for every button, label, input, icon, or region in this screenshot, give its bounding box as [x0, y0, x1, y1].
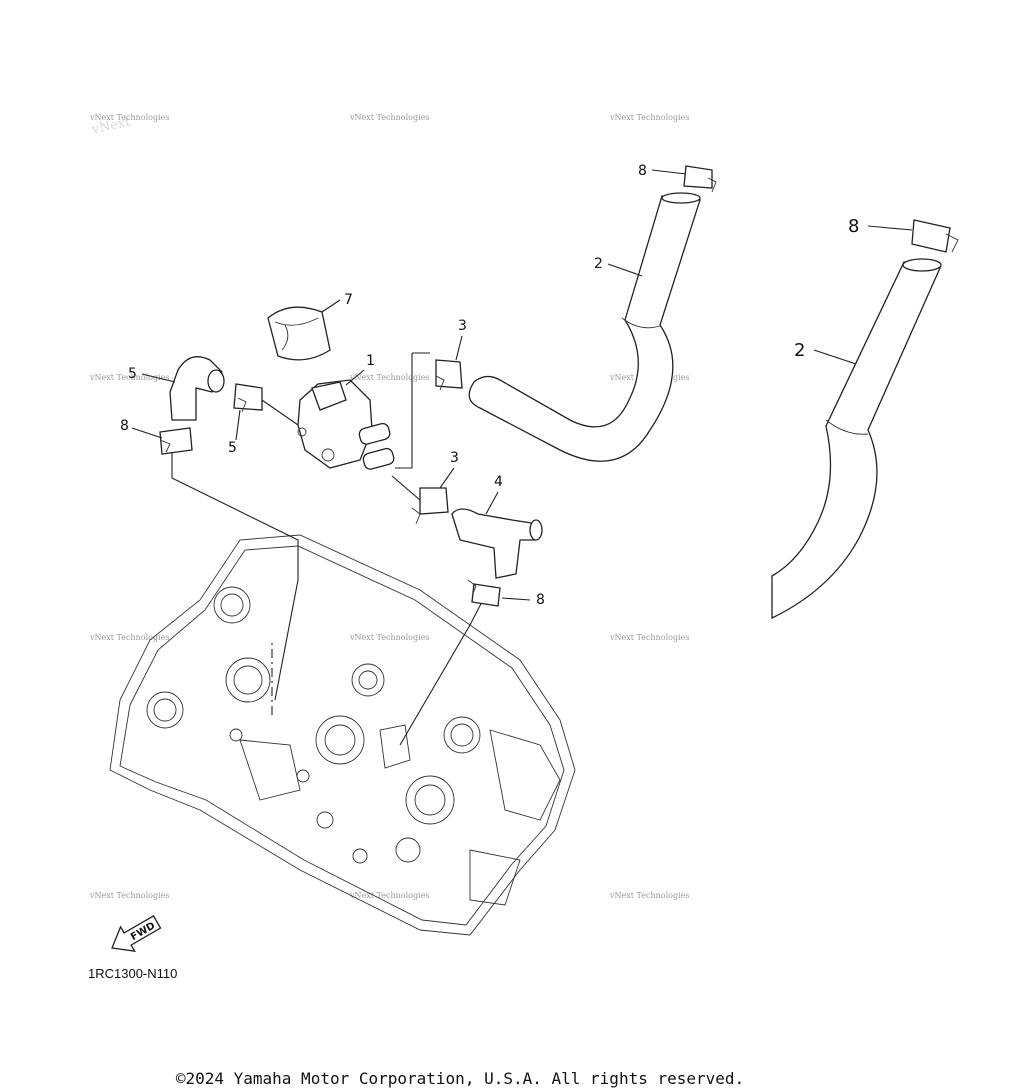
part-8-clamp-left: 8: [120, 418, 193, 455]
part-7-rubber-cover: 7: [267, 292, 353, 361]
part-label-8-top: 8: [638, 163, 647, 179]
watermark: vNext Technologies: [89, 633, 169, 642]
part-label-6: 5: [128, 366, 137, 382]
part-label-5: 5: [228, 440, 237, 456]
watermark: vNext Technologies: [349, 891, 429, 900]
watermark: vNext Technologies: [349, 633, 429, 642]
part-3-clamp-upper: 3: [435, 318, 467, 391]
copyright-footer: ©2024 Yamaha Motor Corporation, U.S.A. A…: [175, 1069, 745, 1088]
part-6-elbow-hose: 5: [128, 356, 225, 421]
part-8-clamp-top: 8: [638, 163, 717, 193]
watermark: vNext Technologies: [89, 113, 169, 122]
part-2-hose-center: 2: [468, 192, 701, 462]
watermark-layer: vNext vNext Technologies vNext Technolog…: [89, 113, 689, 900]
part-4-elbow-hose: 4: [451, 474, 543, 579]
part-label-4: 4: [494, 474, 503, 490]
leader-lines: [171, 352, 485, 746]
part-label-8-left: 8: [120, 418, 129, 434]
cylinder-head-cover: [109, 534, 576, 936]
watermark: vNext Technologies: [349, 373, 429, 382]
part-8-clamp-right: 8: [848, 216, 959, 253]
part-label-3-lower: 3: [450, 450, 459, 466]
watermark: vNext Technologies: [89, 373, 169, 382]
part-label-8-right: 8: [848, 216, 859, 237]
part-2-hose-right: 2: [771, 258, 942, 620]
part-3-clamp-lower: 3: [391, 450, 459, 525]
part-8-clamp-lower: 8: [467, 579, 545, 608]
part-label-7: 7: [344, 292, 353, 308]
watermark: vNext Technologies: [349, 113, 429, 122]
part-label-2-center: 2: [594, 256, 603, 272]
part-1-air-induction-valve: 1: [297, 353, 395, 470]
watermark: vNext Technologies: [609, 891, 689, 900]
part-5-clamp: 5: [228, 383, 299, 456]
watermark: vNext Technologies: [609, 633, 689, 642]
part-label-1: 1: [366, 353, 375, 369]
watermark: vNext Technologies: [89, 891, 169, 900]
part-label-3-upper: 3: [458, 318, 467, 334]
watermark: vNext Technologies: [609, 113, 689, 122]
forward-direction-arrow: FWD: [111, 915, 162, 952]
part-label-2-right: 2: [794, 340, 805, 361]
part-label-8-lower: 8: [536, 592, 545, 608]
reference-code: 1RC1300-N110: [88, 966, 177, 981]
